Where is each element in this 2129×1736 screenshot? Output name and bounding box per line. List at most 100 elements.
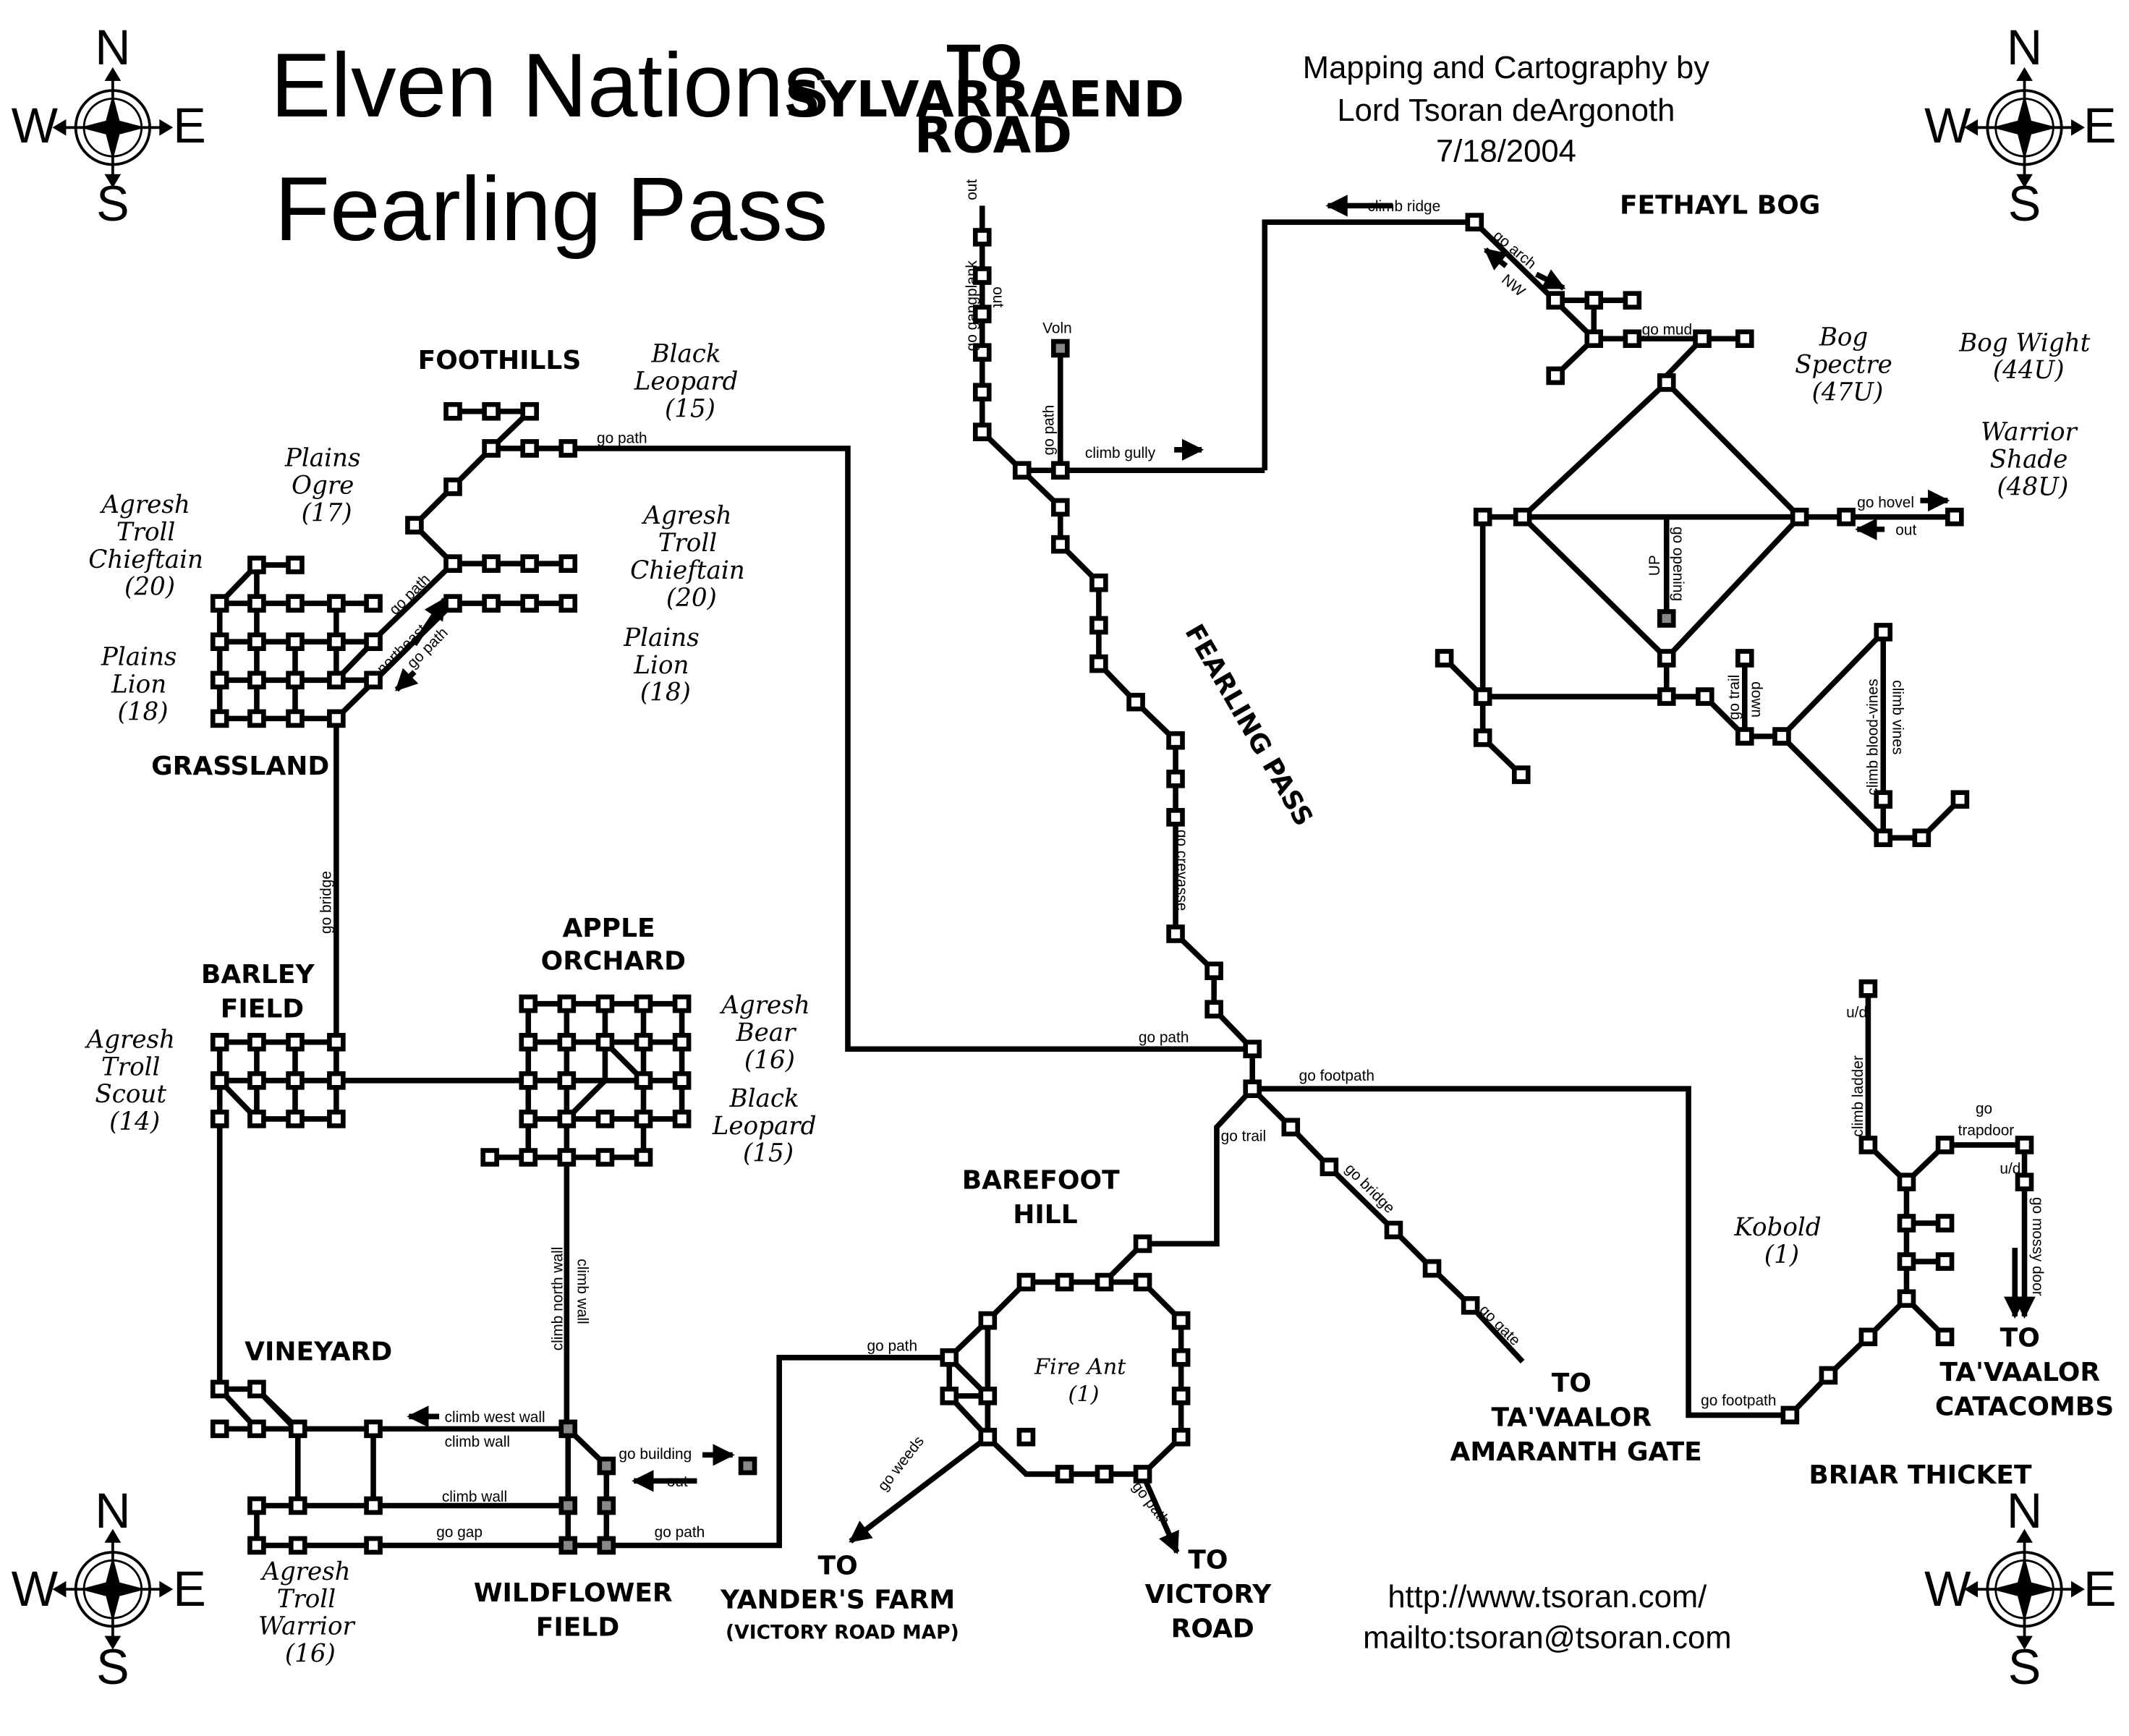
map-room <box>1166 769 1185 788</box>
map-room-special <box>558 1419 578 1439</box>
map-room <box>1473 728 1492 747</box>
map-room <box>1935 1136 1955 1154</box>
mob-label-line: Spectre <box>1795 351 1892 380</box>
map-room <box>1623 329 1642 349</box>
cmd-label-go-path: go path <box>1129 1478 1173 1528</box>
compass-rose-icon-bottom-right: N S E W <box>1924 1484 2116 1695</box>
map-room <box>1780 1405 1800 1425</box>
cmd-label-go-opening: go opening <box>1670 527 1686 601</box>
credits-mail-link[interactable]: mailto:tsoran@tsoran.com <box>1363 1621 1731 1656</box>
area-label-line: TO <box>1552 1369 1592 1398</box>
compass-south-label: S <box>96 176 129 231</box>
mob-label-line: Ogre <box>292 471 354 500</box>
map-room <box>286 556 305 574</box>
map-room <box>286 1110 305 1128</box>
map-room <box>443 477 462 496</box>
map-room <box>520 554 539 573</box>
mob-label-plains-lion: Plains Lion (18) <box>101 642 184 726</box>
map-room-special <box>558 1496 578 1515</box>
map-room <box>972 422 992 441</box>
mob-label-troll-chieftain: Agresh Troll Chieftain (20) <box>88 490 211 602</box>
credits-url-link[interactable]: http://www.tsoran.com/ <box>1388 1580 1707 1614</box>
mob-label-line: (18) <box>640 678 691 707</box>
mob-label-line: (48U) <box>1997 472 2069 501</box>
mob-label-line: Chieftain <box>88 545 203 574</box>
map-room <box>364 1536 383 1555</box>
map-room <box>286 671 305 690</box>
map-room <box>1473 507 1492 527</box>
map-room <box>520 401 539 421</box>
cmd-label-nw: NW <box>1498 271 1529 300</box>
map-room <box>286 632 305 651</box>
cmd-label-climb-vines: climb vines <box>1890 680 1906 754</box>
map-room <box>1897 1214 1916 1233</box>
map-rooms <box>210 213 2034 1555</box>
map-room <box>1126 692 1145 712</box>
map-room <box>634 1071 653 1090</box>
area-label-line: HILL <box>1013 1200 1077 1230</box>
mob-label-line: Bog <box>1819 323 1868 352</box>
cmd-label-climb-wall: climb wall <box>445 1434 510 1450</box>
map-room <box>1693 329 1712 349</box>
compass-west-label: W <box>1924 1562 1971 1617</box>
compass-rose-icon-top-right: N S E W <box>1924 20 2116 231</box>
cmd-label-out: out <box>990 286 1006 307</box>
area-label-fethayl-bog: FETHAYL BOG <box>1620 191 1820 221</box>
cmd-label-up: UP <box>1646 555 1663 576</box>
area-label-line: ORCHARD <box>541 946 686 976</box>
mob-label-line: Plains <box>101 642 177 671</box>
area-label-vineyard: VINEYARD <box>245 1337 392 1367</box>
map-room <box>595 1032 615 1052</box>
map-room <box>327 1110 346 1128</box>
mob-label-line: (17) <box>302 498 352 527</box>
mob-label-warrior-shade: Warrior Shade (48U) <box>1981 418 2085 502</box>
mob-label-line: Scout <box>95 1080 166 1109</box>
map-room <box>1055 1465 1074 1484</box>
map-room <box>247 1032 266 1052</box>
mob-label-line: Agresh <box>85 1025 175 1054</box>
mob-label-line: Kobold <box>1733 1213 1821 1242</box>
map-room <box>1874 828 1893 848</box>
map-room <box>1281 1118 1301 1137</box>
compass-rose-icon-bottom-left: N S E W <box>12 1484 206 1695</box>
map-room <box>1874 790 1893 809</box>
mob-label-troll-chieftain: Agresh Troll Chieftain (20) <box>630 501 753 613</box>
mob-label-line: (16) <box>744 1046 795 1075</box>
map-room <box>519 1110 538 1128</box>
cmd-label-go-gap: go gap <box>436 1524 483 1541</box>
mob-label-line: (44U) <box>1993 356 2065 385</box>
cmd-label-climb-blood-vines: climb blood-vines <box>1865 678 1882 795</box>
area-label-line: TO <box>818 1551 858 1580</box>
mob-label-black-leopard: Black Leopard (15) <box>634 339 747 423</box>
map-room <box>482 594 501 613</box>
map-room <box>1819 1366 1838 1385</box>
map-room <box>443 594 462 613</box>
map-room <box>1657 649 1676 668</box>
map-room <box>519 1032 538 1052</box>
cmd-label-climb-west-wall: climb west wall <box>445 1409 545 1426</box>
map-room <box>1837 507 1856 527</box>
mob-label-line: Bog Wight <box>1958 328 2090 357</box>
mob-label-line: Bear <box>736 1018 797 1047</box>
map-room-special <box>597 1456 616 1476</box>
map-room <box>2015 1173 2034 1191</box>
map-room <box>1051 461 1070 480</box>
mob-label-kobold: Kobold (1) <box>1733 1213 1829 1269</box>
compass-west-label: W <box>12 98 59 153</box>
map-room <box>480 1148 499 1167</box>
area-label-line: WILDFLOWER <box>474 1578 673 1608</box>
map-room <box>595 994 615 1013</box>
map-room <box>1935 1252 1955 1271</box>
map-room <box>1584 329 1604 349</box>
map-room <box>1133 1465 1152 1484</box>
mob-label-line: (20) <box>666 584 717 613</box>
map-room <box>1095 1465 1114 1484</box>
map-room <box>972 383 992 401</box>
mob-label-line: Agresh <box>260 1557 350 1586</box>
cmd-label-climb-north-wall: climb north wall <box>550 1247 566 1351</box>
map-room <box>288 1496 307 1515</box>
map-room <box>1461 1295 1480 1315</box>
map-room <box>519 1148 538 1167</box>
map-room <box>520 594 539 613</box>
cmd-label-go-path: go path <box>386 571 433 618</box>
